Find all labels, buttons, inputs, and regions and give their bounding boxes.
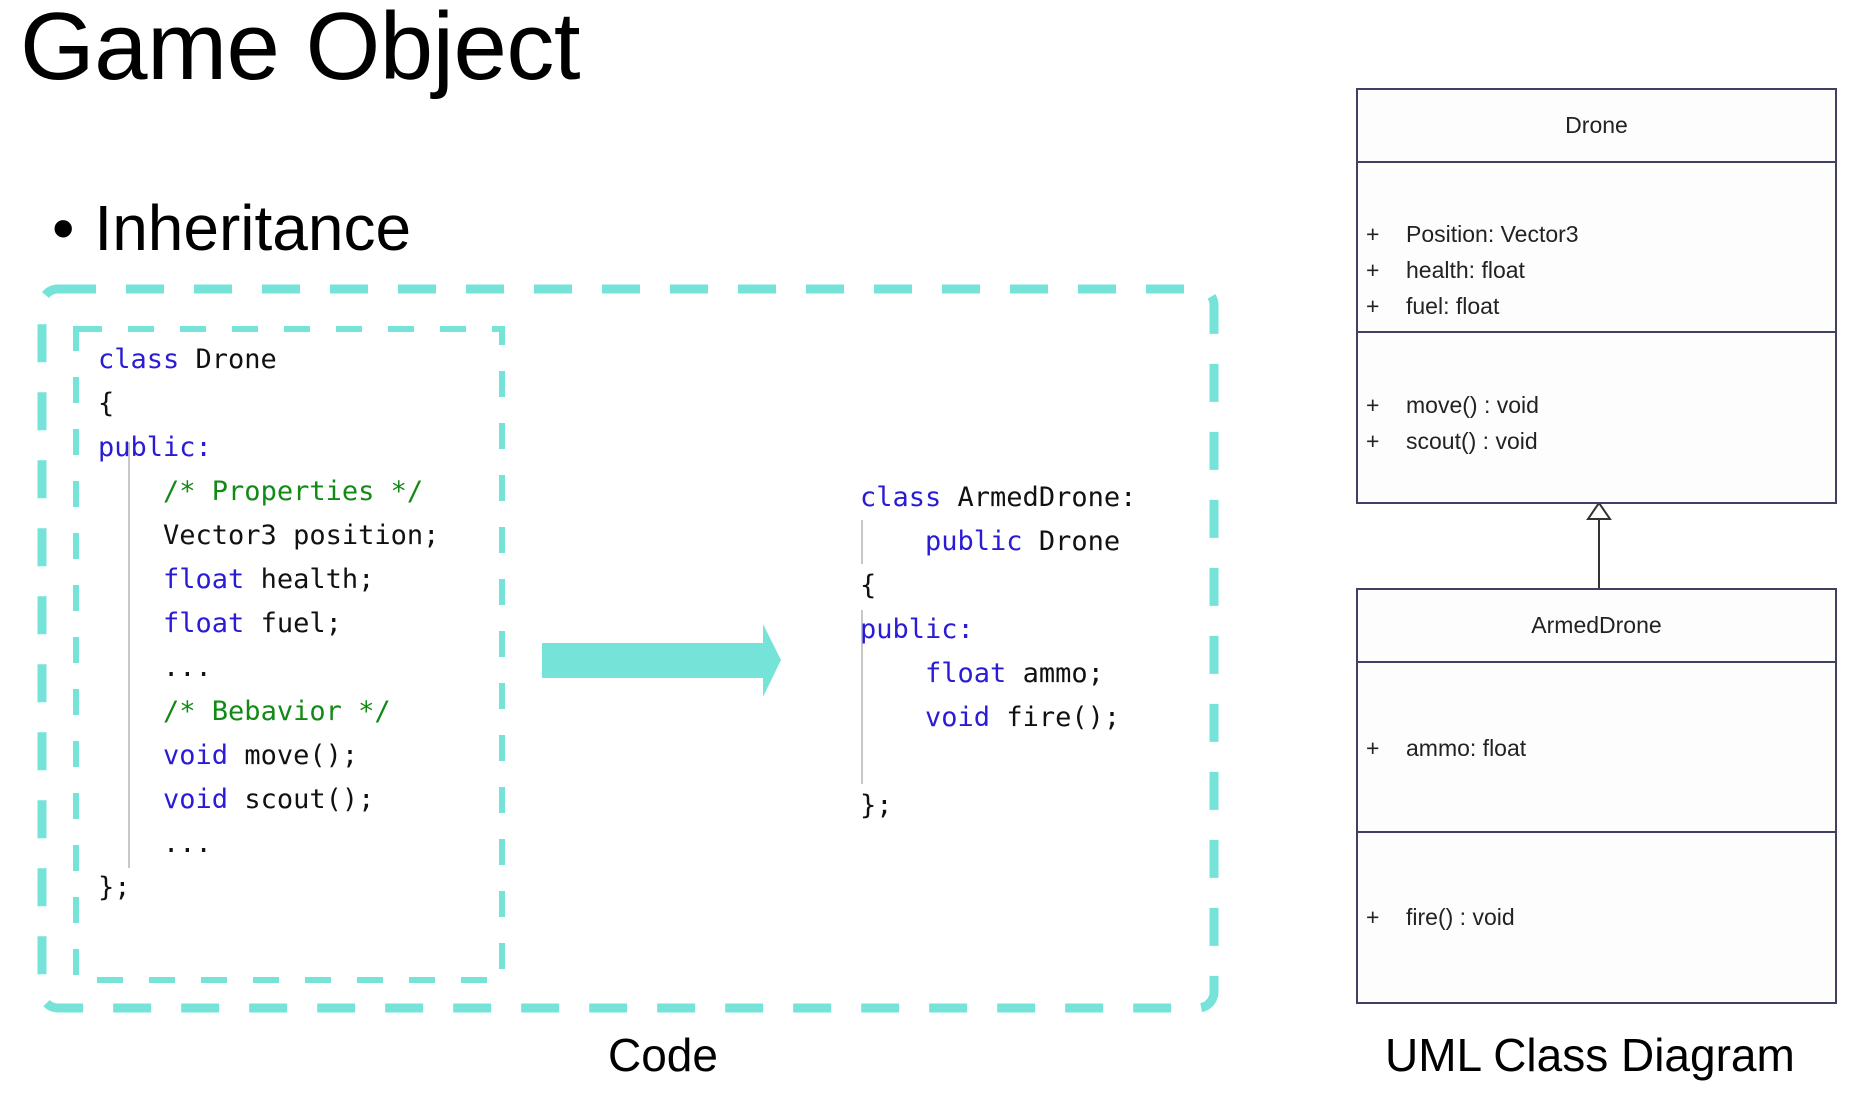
- code-text: move();: [228, 740, 359, 771]
- uml-class-drone: Drone +Position: Vector3 +health: float …: [1356, 88, 1837, 504]
- code-text: Drone: [1022, 526, 1121, 557]
- code-line: /* Bebavior */: [98, 690, 439, 734]
- indent-guide: [128, 442, 130, 868]
- uml-method: +scout() : void: [1366, 428, 1538, 454]
- code-comment: /* Bebavior */: [163, 696, 391, 727]
- code-line: };: [860, 784, 1136, 828]
- code-text: [98, 784, 163, 815]
- bullet-item: • Inheritance: [52, 188, 411, 268]
- code-line: };: [98, 866, 439, 910]
- code-text: [98, 696, 163, 727]
- code-text: [98, 740, 163, 771]
- code-keyword: float: [163, 564, 245, 595]
- uml-class-name: Drone: [1565, 112, 1628, 138]
- code-line: {: [860, 564, 1136, 608]
- uml-attribute: +health: float: [1366, 257, 1525, 283]
- code-text: [98, 476, 163, 507]
- code-line: public:: [860, 608, 1136, 652]
- generalization-triangle-icon: [1586, 501, 1612, 520]
- code-line: void fire();: [860, 696, 1136, 740]
- code-text: [860, 526, 925, 557]
- code-line: float ammo;: [860, 652, 1136, 696]
- slide-title: Game Object: [20, 0, 581, 100]
- code-text: ...: [98, 828, 212, 859]
- uml-class-name: ArmedDrone: [1531, 612, 1662, 638]
- code-line: class Drone: [98, 338, 439, 382]
- code-line: void scout();: [98, 778, 439, 822]
- code-line: Vector3 position;: [98, 514, 439, 558]
- code-keyword: public:: [860, 614, 974, 645]
- code-text: };: [860, 790, 893, 821]
- code-keyword: void: [925, 702, 991, 733]
- code-text: ammo;: [1006, 658, 1104, 689]
- code-text: ArmedDrone:: [941, 482, 1137, 513]
- code-text: {: [98, 388, 115, 419]
- code-text: fuel;: [244, 608, 342, 639]
- code-keyword: void: [163, 784, 229, 815]
- indent-guide: [861, 610, 863, 784]
- code-line: float fuel;: [98, 602, 439, 646]
- code-text: {: [860, 570, 877, 601]
- code-line: public:: [98, 426, 439, 470]
- code-line: {: [98, 382, 439, 426]
- code-line: [860, 740, 1136, 784]
- code-line: class ArmedDrone:: [860, 476, 1136, 520]
- code-text: Drone: [179, 344, 277, 375]
- uml-attribute: +Position: Vector3: [1366, 221, 1579, 247]
- code-text: Vector3 position;: [98, 520, 440, 551]
- code-text: };: [98, 872, 131, 903]
- uml-attribute: +fuel: float: [1366, 293, 1500, 319]
- code-text: [860, 702, 925, 733]
- code-keyword: float: [925, 658, 1007, 689]
- uml-method: +fire() : void: [1366, 904, 1515, 930]
- code-keyword: void: [163, 740, 229, 771]
- code-text: [860, 658, 925, 689]
- indent-guide: [861, 520, 863, 564]
- code-armed-drone-class: class ArmedDrone: public Drone { public: f…: [860, 476, 1136, 828]
- uml-attribute: +ammo: float: [1366, 735, 1527, 761]
- code-line: void move();: [98, 734, 439, 778]
- bullet-dot-icon: •: [52, 192, 75, 264]
- code-text: fire();: [990, 702, 1121, 733]
- uml-class-armed-drone: ArmedDrone +ammo: float +fire() : void: [1356, 588, 1837, 1004]
- code-line: float health;: [98, 558, 439, 602]
- code-line: /* Properties */: [98, 470, 439, 514]
- code-keyword: float: [163, 608, 245, 639]
- code-line: ...: [98, 646, 439, 690]
- code-text: scout();: [228, 784, 375, 815]
- code-drone-class: class Drone { public: /* Properties */ Vec…: [98, 338, 439, 910]
- code-line: public Drone: [860, 520, 1136, 564]
- bullet-text: Inheritance: [94, 192, 412, 264]
- caption-uml: UML Class Diagram: [1385, 1029, 1795, 1081]
- code-text: [98, 564, 163, 595]
- code-text: health;: [244, 564, 375, 595]
- code-keyword: class: [98, 344, 180, 375]
- uml-method: +move() : void: [1366, 392, 1539, 418]
- outer-dashed-frame: [37, 284, 1219, 1013]
- inner-dashed-frame: [73, 326, 505, 983]
- caption-code: Code: [608, 1029, 718, 1081]
- code-line: ...: [98, 822, 439, 866]
- code-text: ...: [98, 652, 212, 683]
- code-text: [98, 608, 163, 639]
- code-keyword: class: [860, 482, 942, 513]
- code-keyword: public:: [98, 432, 212, 463]
- code-comment: /* Properties */: [163, 476, 424, 507]
- code-to-uml-arrow-icon: [542, 624, 781, 697]
- code-keyword: public: [925, 526, 1023, 557]
